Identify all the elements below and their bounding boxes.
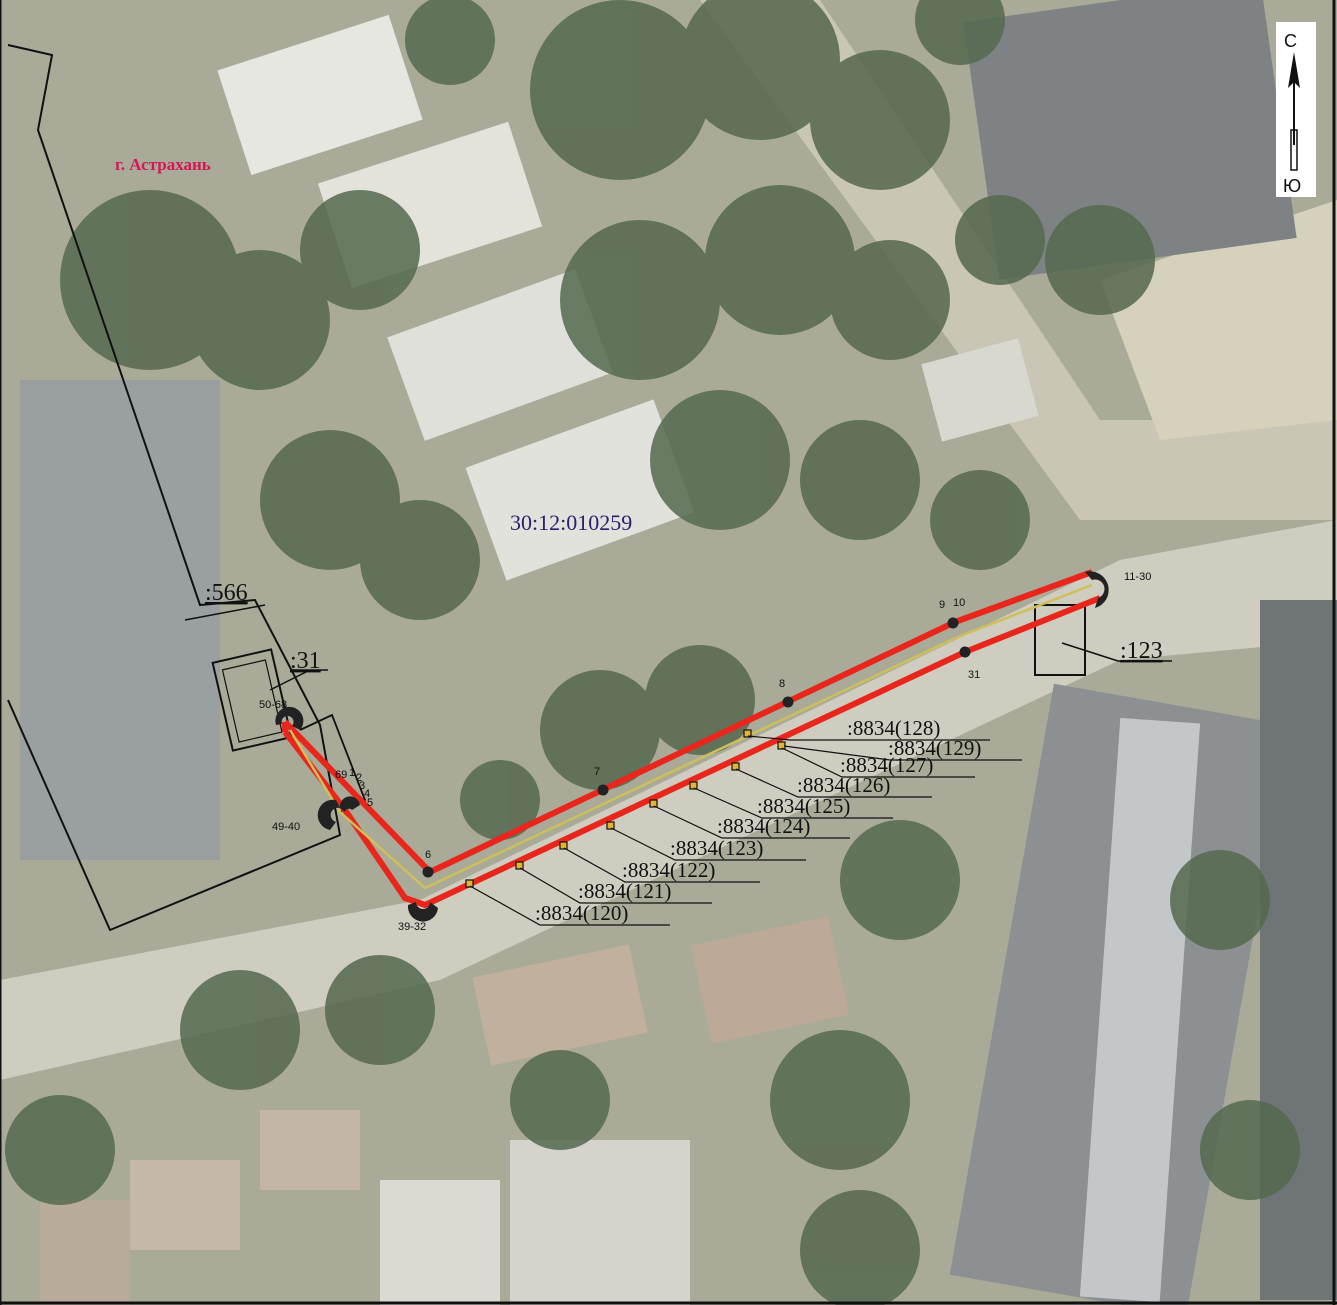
compass: С Ю bbox=[1276, 22, 1316, 197]
city-label: г. Астрахань bbox=[115, 155, 211, 174]
turning-point-49-40 bbox=[317, 799, 340, 830]
compass-north-label: С bbox=[1284, 31, 1297, 51]
subparcel-label-123: :8834(123) bbox=[670, 836, 763, 860]
point-9-10 bbox=[947, 617, 959, 629]
point-31 bbox=[959, 646, 971, 658]
turning-point-11-30 bbox=[1085, 571, 1109, 608]
point-label-31: 31 bbox=[968, 669, 980, 681]
subparcel-markers bbox=[465, 729, 786, 888]
point-label-7: 7 bbox=[594, 766, 600, 778]
subparcel-label-126: :8834(126) bbox=[797, 773, 890, 797]
boundary-566 bbox=[7, 44, 342, 932]
subparcel-label-122: :8834(122) bbox=[622, 858, 715, 882]
subparcel-label-128: :8834(128) bbox=[847, 716, 940, 740]
point-label-10: 10 bbox=[953, 597, 965, 609]
parcel-123-label: :123 bbox=[1120, 638, 1163, 664]
compass-south-label: Ю bbox=[1283, 176, 1301, 196]
point-label-49-40: 49-40 bbox=[272, 821, 300, 833]
point-label-3: 3 bbox=[359, 780, 365, 792]
boundary-31 bbox=[211, 648, 293, 752]
parcel-31-label: :31 bbox=[290, 648, 321, 674]
point-label-4: 4 bbox=[364, 788, 370, 800]
point-label-6: 6 bbox=[425, 849, 431, 861]
corridor-outer-south bbox=[282, 595, 1102, 908]
survey-points bbox=[275, 571, 1109, 922]
point-label-8: 8 bbox=[779, 678, 785, 690]
subparcel-label-125: :8834(125) bbox=[757, 794, 850, 818]
point-6 bbox=[422, 866, 434, 878]
subparcel-label-121: :8834(121) bbox=[578, 879, 671, 903]
subparcel-leaders bbox=[469, 735, 1022, 926]
point-8 bbox=[782, 696, 794, 708]
corridor-outer-north bbox=[282, 569, 1094, 875]
north-arrow-icon bbox=[1288, 52, 1300, 88]
point-label-5: 5 bbox=[367, 797, 373, 809]
turning-point-50-68 bbox=[275, 706, 304, 730]
parcel-566-label: :566 bbox=[205, 580, 248, 606]
subparcel-label-120: :8834(120) bbox=[535, 901, 628, 925]
subparcel-label-127: :8834(127) bbox=[840, 753, 933, 777]
point-label-50-68: 50-68 bbox=[259, 699, 287, 711]
point-label-9: 9 bbox=[939, 599, 945, 611]
point-label-2: 2 bbox=[356, 772, 362, 784]
point-label-39-32: 39-32 bbox=[398, 921, 426, 933]
subparcel-label-124: :8834(124) bbox=[717, 814, 810, 838]
point-7 bbox=[597, 784, 609, 796]
boundary-123 bbox=[1034, 604, 1086, 676]
point-label-69: 69 bbox=[335, 769, 347, 781]
block-label: 30:12:010259 bbox=[510, 510, 632, 535]
subparcel-label-129: :8834(129) bbox=[888, 736, 981, 760]
corridor-inner bbox=[288, 583, 1093, 890]
corridor bbox=[282, 569, 1102, 908]
turning-point-39-32 bbox=[407, 902, 438, 922]
point-label-11-30: 11-30 bbox=[1124, 571, 1151, 583]
map-labels: г. Астрахань 30:12:010259 :566 :31 :123 … bbox=[115, 155, 1163, 933]
point-label-1: 1 bbox=[349, 767, 355, 779]
